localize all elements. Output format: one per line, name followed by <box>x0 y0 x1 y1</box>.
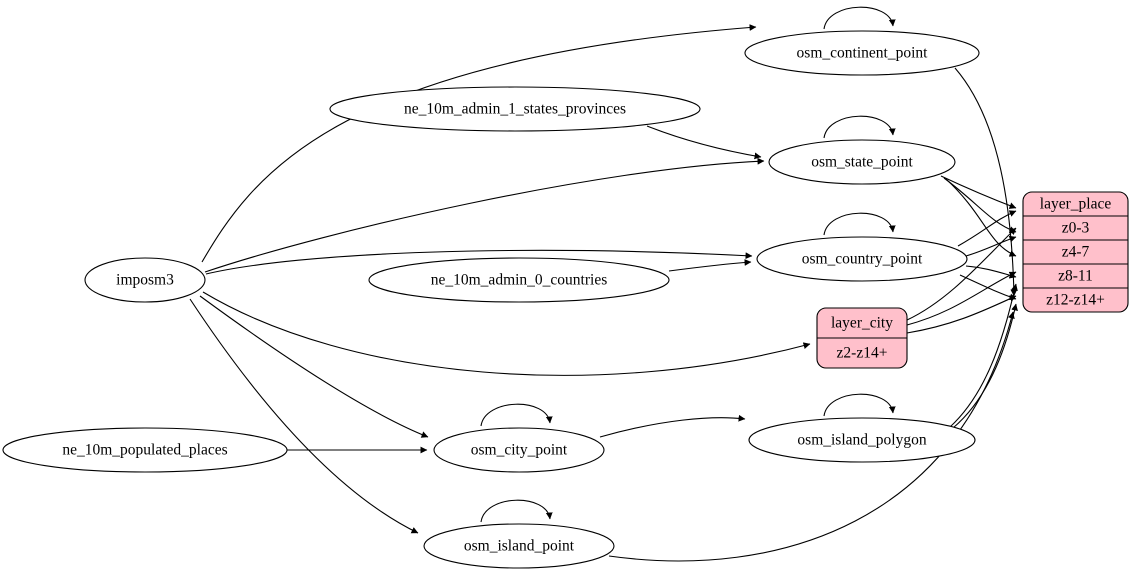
node-ne-countries[interactable]: ne_10m_admin_0_countries <box>368 257 670 303</box>
edge-ne-countries-to-osm-country-point <box>668 259 752 272</box>
edge-osm-state-point-to-z8-11 <box>945 178 1017 257</box>
edge-osm-continent-point-to-z12-z14 <box>954 67 1018 297</box>
edge-osm-island-polygon-to-z8-11 <box>949 283 1018 428</box>
edge-layer-city-to-z12-z14 <box>906 295 1017 334</box>
node-ne-countries-shape[interactable] <box>368 257 670 303</box>
edge-osm-city-point-to-osm-island-polygon <box>599 414 746 438</box>
edge-imposm3-to-osm-island-point <box>189 298 419 534</box>
edge-osm-island-polygon-to-z12-z14 <box>952 303 1018 429</box>
edge-self-loop-osm-city-point <box>480 403 553 427</box>
node-osm-country-point[interactable]: osm_country_point <box>756 236 968 282</box>
node-ne-states-shape[interactable] <box>329 86 701 132</box>
node-osm-city-point-shape[interactable] <box>433 427 605 473</box>
edge-imposm3-to-layer-city <box>202 291 811 376</box>
edge-osm-state-point-to-z4-7 <box>943 177 1017 233</box>
edge-layer-city-to-z4-7 <box>906 227 1017 321</box>
edge-self-loop-osm-island-polygon <box>823 393 896 417</box>
edge-imposm3-to-osm-country-point <box>205 249 753 275</box>
node-osm-island-polygon-shape[interactable] <box>748 417 976 463</box>
edge-layer-city-to-z8-11 <box>906 271 1017 326</box>
edge-self-loop-osm-island-point <box>480 499 553 523</box>
edge-imposm3-to-osm-city-point <box>199 295 429 438</box>
node-imposm3-shape[interactable] <box>84 257 206 303</box>
node-osm-island-polygon[interactable]: osm_island_polygon <box>748 417 976 463</box>
node-imposm3[interactable]: imposm3 <box>84 257 206 303</box>
node-ne-places[interactable]: ne_10m_populated_places <box>2 427 288 473</box>
edge-osm-country-point-to-z4-7 <box>965 235 1017 257</box>
node-osm-state-point-shape[interactable] <box>768 139 956 185</box>
edge-osm-country-point-to-z0-3 <box>957 210 1017 247</box>
node-osm-island-point[interactable]: osm_island_point <box>423 523 615 569</box>
node-osm-state-point[interactable]: osm_state_point <box>768 139 956 185</box>
edge-self-loop-osm-country-point <box>823 212 896 236</box>
edge-ne-states-to-osm-state-point <box>646 125 762 160</box>
edge-self-loop-osm-state-point <box>823 115 896 139</box>
edge-osm-island-point-to-z12-z14 <box>608 311 1015 562</box>
edge-self-loop-osm-continent-point <box>823 6 896 30</box>
node-osm-continent-point-shape[interactable] <box>744 30 980 76</box>
node-osm-country-point-shape[interactable] <box>756 236 968 282</box>
node-osm-city-point[interactable]: osm_city_point <box>433 427 605 473</box>
edge-imposm3-to-osm-continent-point <box>201 24 757 263</box>
node-osm-island-point-shape[interactable] <box>423 523 615 569</box>
node-osm-continent-point[interactable]: osm_continent_point <box>744 30 980 76</box>
edge-imposm3-to-osm-state-point <box>204 157 765 273</box>
node-layer-place-box[interactable] <box>1022 191 1129 313</box>
edge-osm-state-point-to-z0-3 <box>940 175 1017 209</box>
edges-layer <box>189 6 1018 562</box>
node-ne-places-shape[interactable] <box>2 427 288 473</box>
nodes-layer: imposm3 ne_10m_admin_1_states_provincesne… <box>2 30 1129 569</box>
node-ne-states[interactable]: ne_10m_admin_1_states_provinces <box>329 86 701 132</box>
